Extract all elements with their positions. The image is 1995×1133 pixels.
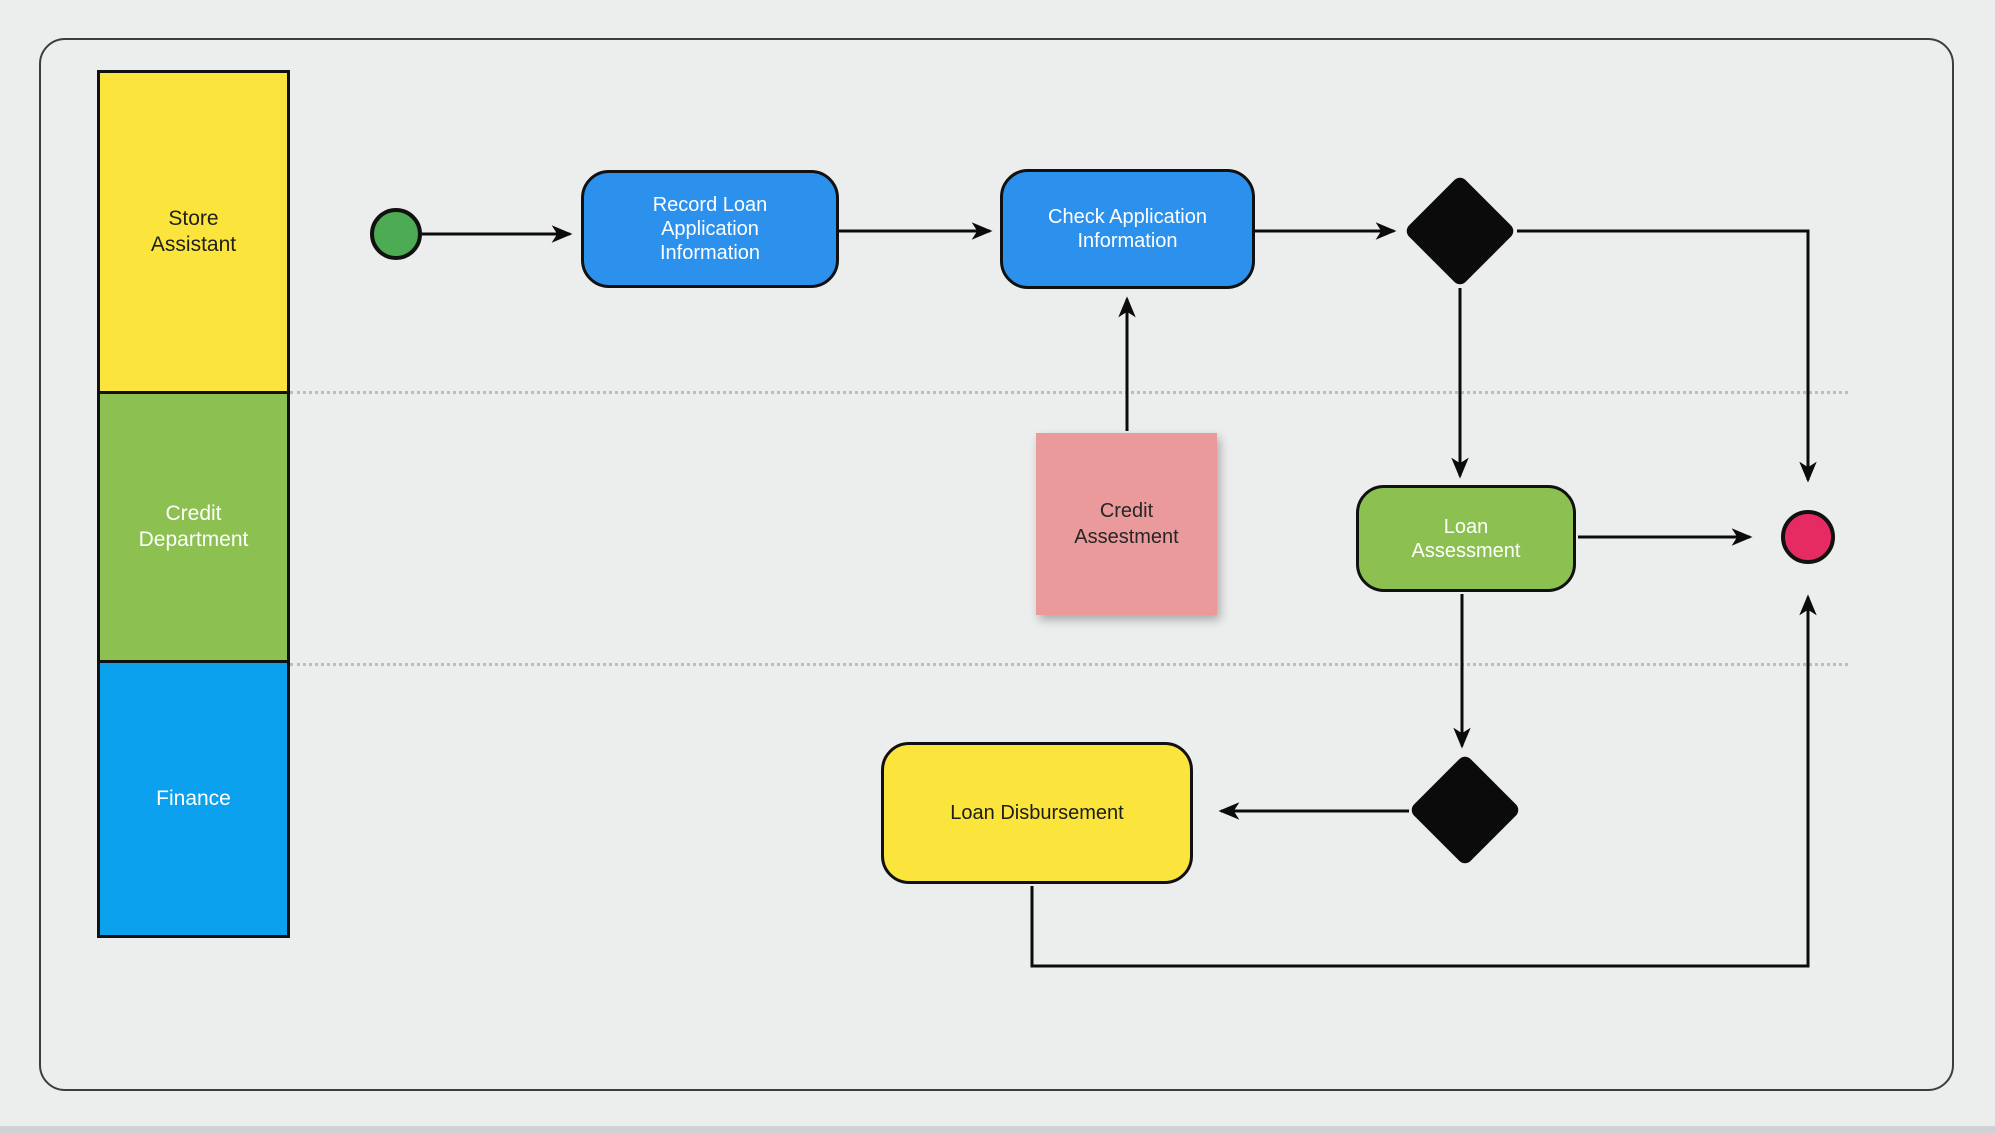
canvas-frame [39, 38, 1954, 1091]
flow-disbursement-to-end[interactable] [1030, 594, 1817, 968]
task-loan-disbursement[interactable]: Loan Disbursement [881, 742, 1193, 884]
lane-credit-department-label: Credit Department [138, 501, 249, 551]
task-record-loan-application[interactable]: Record Loan Application Information [581, 170, 839, 288]
flow-gateway1-to-end[interactable] [1517, 229, 1817, 483]
lane-finance[interactable]: Finance [100, 660, 287, 935]
lane-divider-top [290, 391, 1848, 394]
lane-store-assistant-label: Store Assistant [150, 206, 237, 256]
task-check-application[interactable]: Check Application Information [1000, 169, 1255, 289]
task-loan-assessment-label: Loan Assessment [1411, 515, 1521, 562]
task-loan-disbursement-label: Loan Disbursement [950, 802, 1124, 824]
window-bottom-edge [0, 1126, 1995, 1133]
task-loan-assessment[interactable]: Loan Assessment [1356, 485, 1576, 592]
swimlane-column: Store Assistant Credit Department Financ… [97, 70, 290, 938]
lane-credit-department[interactable]: Credit Department [100, 391, 287, 660]
end-event-circle[interactable] [1781, 510, 1835, 564]
task-record-loan-application-label: Record Loan Application Information [652, 194, 768, 264]
lane-finance-label: Finance [156, 786, 231, 810]
lane-store-assistant[interactable]: Store Assistant [100, 73, 287, 391]
task-check-application-label: Check Application Information [1048, 206, 1207, 252]
lane-divider-bottom [290, 663, 1848, 666]
credit-assessment-note-label: Credit Assestment [1074, 500, 1179, 548]
start-event-circle[interactable] [370, 208, 422, 260]
credit-assessment-note[interactable]: Credit Assestment [1036, 433, 1217, 615]
